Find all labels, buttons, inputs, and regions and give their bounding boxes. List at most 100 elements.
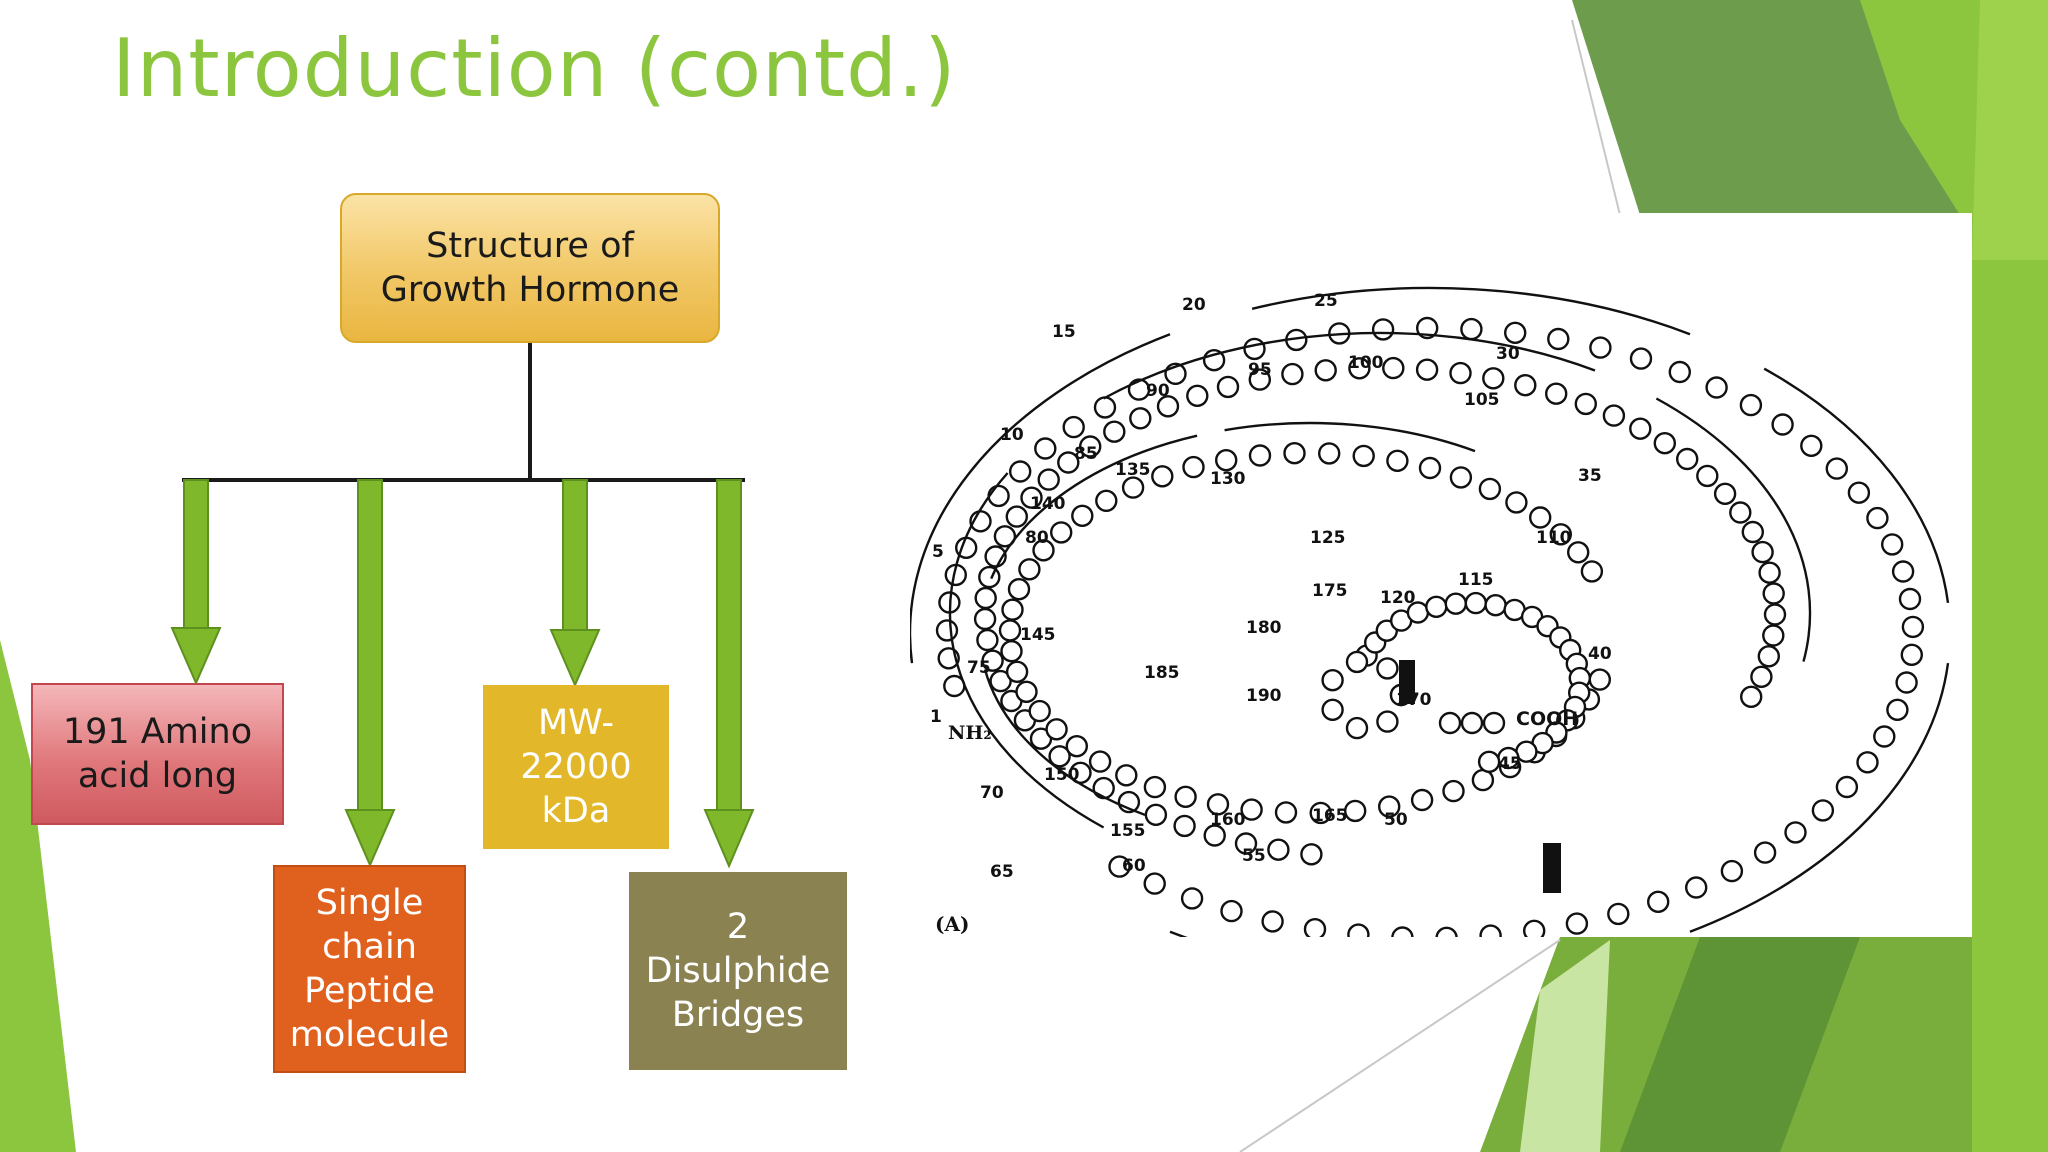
residue-bead [1005,505,1029,528]
residue-bead [1283,441,1306,465]
residue-number-label: 35 [1578,466,1602,486]
residue-number-label: 175 [1312,581,1348,601]
residue-bead [1303,918,1327,941]
residue-bead [1415,358,1439,381]
residue-bead [1720,859,1744,883]
residue-bead [1460,711,1484,735]
residue-bead [1348,357,1371,380]
residue-bead [1504,321,1527,345]
residue-bead [1071,504,1094,527]
residue-bead [1477,750,1501,773]
arrow-outer-bottom-right [1689,662,1950,933]
arrow-outer-left [908,333,1171,664]
residue-bead [1378,795,1401,818]
residue-bead [989,669,1012,693]
residue-bead [1758,561,1781,584]
residue-number-label: 85 [1074,444,1098,464]
residue-number-label: 95 [1248,360,1272,380]
residue-bead [1008,460,1032,483]
residue-bead [1309,801,1332,825]
node-label: 2 Disulphide Bridges [645,906,831,1036]
residue-bead [1015,680,1038,703]
residue-bead [1382,356,1405,380]
residue-number-label: 155 [1110,821,1146,841]
residue-bead [1103,420,1126,443]
residue-bead [1482,711,1506,735]
residue-bead [1588,668,1611,691]
residue-bead [1547,327,1570,351]
residue-bead [1574,392,1597,416]
residue-bead [1095,489,1118,512]
left-green-sliver [0,640,76,1152]
residue-number-label: 70 [980,783,1004,803]
residue-bead [1005,660,1029,683]
residue-bead [1173,814,1196,838]
residue-bead [1762,624,1785,647]
residue-bead [1321,669,1344,692]
residue-bead [1108,855,1131,878]
residue-bead [1484,594,1507,617]
residue-bead [1580,560,1604,583]
residue-bead [1143,775,1167,799]
right-green-shape-light [1860,0,2048,1152]
residue-bead [1376,657,1399,680]
residue-bead [1391,926,1414,949]
residue-number-label: 20 [1182,295,1206,315]
residue-bead [1629,347,1653,370]
residue-bead [1891,560,1915,583]
node-single-chain-peptide: Single chain Peptide molecule [273,865,466,1073]
residue-bead [1049,521,1073,544]
residue-bead [935,619,959,642]
residue-bead [1449,466,1473,489]
residue-bead [1696,464,1719,488]
residue-bead [973,607,997,631]
residue-bead [1739,393,1763,417]
residue-bead [1901,615,1925,639]
residue-bead [1653,431,1676,455]
residue-bead [1549,523,1572,546]
residue-bead [987,484,1010,508]
residue-bead [998,619,1022,642]
node-molecular-weight: MW- 22000 kDa [483,685,669,849]
residue-number-label: 165 [1312,806,1348,826]
residue-bead [1685,876,1708,899]
residue-bead [1800,434,1823,458]
residue-number-label: 115 [1458,570,1494,590]
residue-bead [1435,926,1458,949]
arrow-second-right [1655,397,1812,662]
residue-bead [1602,404,1626,427]
residue-bead [1847,481,1871,504]
residue-number-label: 75 [967,658,991,678]
residue-bead [1668,360,1691,384]
residue-bead [1505,491,1528,514]
residue-bead [1345,650,1369,674]
residue-number-label: 140 [1030,494,1066,514]
residue-bead [1037,468,1060,491]
residue-bead [1018,558,1041,581]
residue-bead [1376,710,1399,733]
residue-bead [1371,318,1395,341]
residue-number-label: 55 [1242,846,1266,866]
residue-bead [1811,799,1835,822]
residue-bead [1261,910,1284,933]
node-label: MW- 22000 kDa [520,702,632,832]
residue-bead [1151,465,1174,488]
residue-bead [1281,362,1304,386]
residue-bead [1274,801,1298,824]
residue-bead [1900,643,1923,666]
residue-bead [1143,872,1166,895]
residue-bead [1589,336,1612,359]
residue-bead [1740,685,1763,708]
residue-number-label: 90 [1146,381,1170,401]
residue-bead [1206,793,1230,816]
bottom-right-green-light [1520,940,1610,1152]
residue-bead [1565,912,1589,935]
residue-bead [1529,506,1552,529]
arrow-mw [549,479,601,688]
residue-bead [1442,779,1465,803]
residue-number-label: 170 [1396,690,1432,710]
node-disulphide-bridges: 2 Disulphide Bridges [629,872,847,1070]
